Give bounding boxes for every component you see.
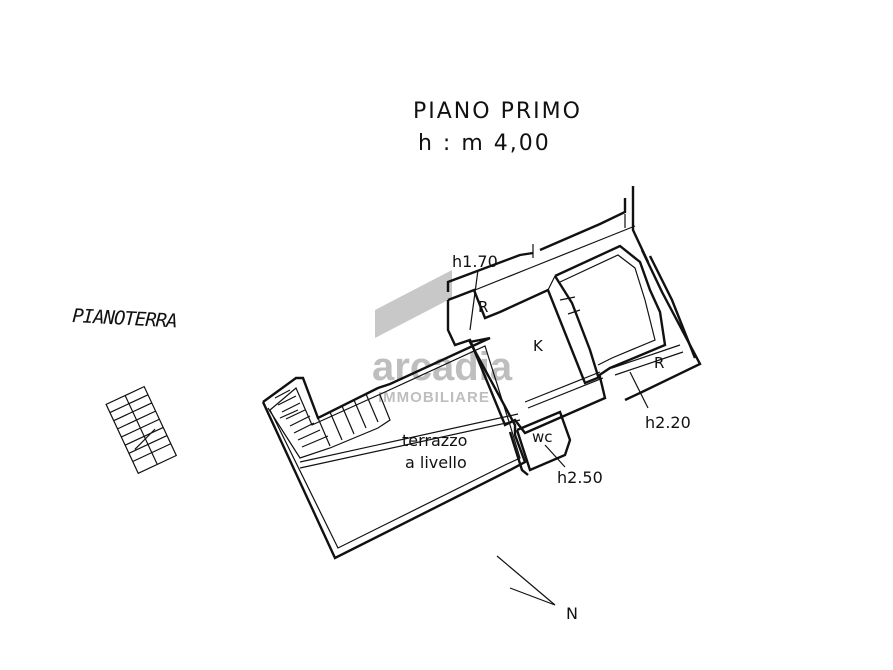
room-k: K — [533, 337, 544, 355]
plan-title: PIANO PRIMO — [413, 99, 582, 124]
height-label-1: h1.70 — [452, 252, 498, 271]
building-outline — [446, 244, 667, 435]
north-arrow-icon — [496, 555, 556, 606]
ground-floor-label: PIANOTERRA — [72, 305, 177, 332]
ground-floor-stairs — [105, 385, 178, 475]
watermark-logo: arcadia IMMOBILIARE — [372, 270, 513, 406]
wc-block — [508, 371, 604, 476]
right-walls — [611, 249, 702, 402]
terrace-stairs — [267, 389, 391, 459]
room-r-top: R — [478, 298, 488, 316]
plan-height: h : m 4,00 — [418, 131, 551, 156]
leader-h220 — [629, 371, 649, 409]
leader-h170 — [469, 269, 479, 331]
terrace-label-1: terrazzo — [402, 431, 467, 450]
room-wc: wc — [532, 428, 553, 446]
north-label: N — [566, 604, 578, 623]
terrace — [261, 336, 527, 560]
upper-boundary — [446, 186, 650, 299]
terrace-label-2: a livello — [405, 453, 467, 472]
height-label-2: h2.20 — [645, 413, 691, 432]
watermark-sub: IMMOBILIARE — [378, 389, 490, 406]
leader-h250 — [544, 444, 566, 468]
height-label-3: h2.50 — [557, 468, 603, 487]
room-r-right: R — [654, 354, 664, 372]
